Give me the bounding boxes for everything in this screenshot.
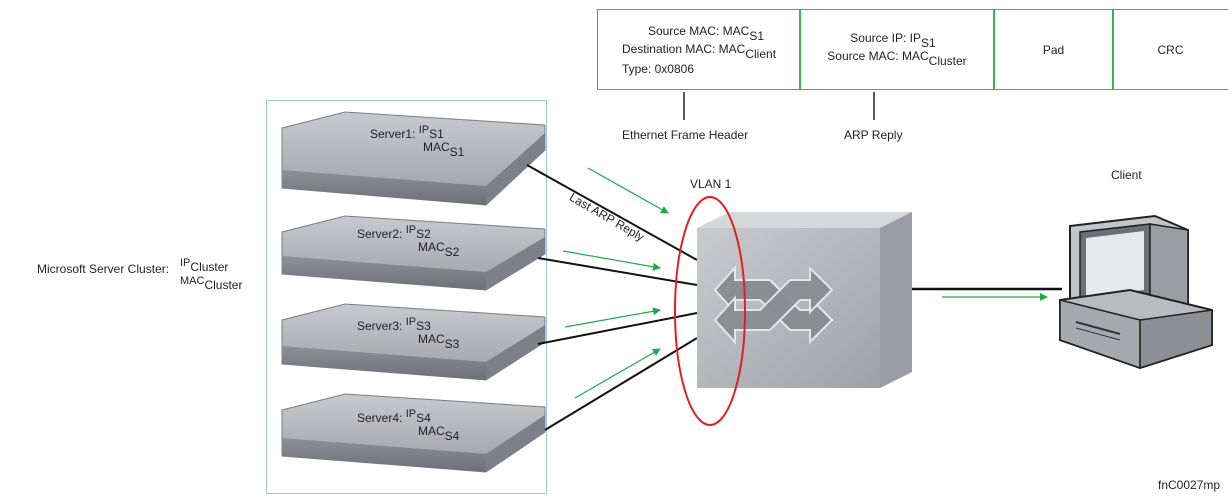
cable-server-3	[537, 312, 698, 345]
arp-src-mac-sub: Cluster	[928, 53, 967, 68]
server-4-label: Server4: IPS4 MACS4	[357, 408, 459, 443]
arp-reply-cell: Source IP: IPS1 Source MAC: MACCluster	[799, 9, 995, 90]
client-label: Client	[1111, 168, 1142, 182]
arp-src-ip-label: Source IP:	[850, 30, 907, 45]
server-2-label: Server2: IPS2 MACS2	[357, 224, 459, 259]
ethernet-type: Type: 0x0806	[621, 62, 695, 76]
cluster-mac-sub: Cluster	[204, 278, 243, 292]
server-3-label: Server3: IPS3 MACS3	[357, 316, 459, 351]
crc-label: CRC	[1157, 42, 1184, 57]
vlan-label: VLAN 1	[690, 177, 732, 191]
server-1-name: Server1:	[370, 127, 416, 141]
packet-frame: Source MAC: MACS1 Destination MAC: MACCl…	[597, 9, 1228, 92]
cable-server-2	[537, 257, 698, 286]
cluster-box	[266, 100, 547, 494]
client-computer	[1059, 214, 1213, 370]
pad-label: Pad	[1042, 42, 1065, 57]
server-2-chassis	[281, 215, 546, 291]
crc-cell: CRC	[1112, 9, 1228, 90]
cluster-ip-base: IP	[180, 257, 191, 269]
server-3-name: Server3:	[357, 319, 403, 333]
server-1-chassis	[281, 111, 546, 206]
server-4-chassis	[281, 393, 546, 473]
server-4-mac-sub: S4	[444, 429, 460, 443]
server-1-ip-sub: S1	[429, 127, 444, 141]
server-3-ip-sub: S3	[416, 319, 431, 333]
ethernet-dst-mac-label: Destination MAC:	[621, 42, 716, 56]
server-1-label: Server1: IPS1 MACS1	[370, 124, 464, 159]
cluster-addresses: IPCluster MACCluster	[180, 256, 242, 292]
figure-id: fnC0027mp	[1158, 478, 1221, 492]
server-3-mac-base: MAC	[418, 332, 445, 346]
server-1-mac-sub: S1	[449, 145, 465, 159]
ethernet-src-mac-label: Source MAC:	[647, 24, 720, 38]
server-2-name: Server2:	[357, 227, 403, 241]
pad-cell: Pad	[993, 9, 1114, 90]
cluster-mac-base: MAC	[180, 275, 205, 287]
arp-reply-caption: ARP Reply	[844, 128, 903, 142]
ethernet-frame-caption: Ethernet Frame Header	[622, 128, 749, 142]
server-4-mac-base: MAC	[418, 424, 445, 438]
ethernet-src-mac-base: MAC	[722, 24, 750, 38]
ethernet-dst-mac-base: MAC	[718, 42, 746, 56]
ethernet-src-mac-sub: S1	[749, 29, 765, 43]
server-2-mac-base: MAC	[418, 240, 445, 254]
arp-src-ip-base: IP	[909, 30, 921, 45]
server-3-ip-base: IP	[405, 316, 417, 328]
server-1-ip-base: IP	[418, 124, 430, 136]
server-1-mac-base: MAC	[423, 140, 450, 154]
switch-box	[697, 212, 912, 388]
green-arrow-1	[587, 167, 669, 214]
green-arrow-2	[562, 250, 661, 271]
green-arrow-4	[574, 348, 661, 399]
server-2-ip-sub: S2	[416, 227, 431, 241]
server-3-mac-sub: S3	[444, 337, 460, 351]
vlan-ellipse	[674, 196, 746, 426]
green-arrow-3	[564, 307, 661, 328]
cable-server-1	[526, 164, 698, 261]
server-3-chassis	[281, 303, 546, 381]
server-2-mac-sub: S2	[444, 245, 460, 259]
cluster-ip-sub: Cluster	[190, 260, 229, 274]
server-4-name: Server4:	[357, 411, 403, 425]
ethernet-header-cell: Source MAC: MACS1 Destination MAC: MACCl…	[597, 9, 801, 90]
server-2-ip-base: IP	[405, 224, 417, 236]
arp-src-ip-sub: S1	[921, 35, 936, 50]
arp-src-mac-base: MAC	[902, 48, 929, 63]
cluster-label: Microsoft Server Cluster:	[37, 262, 170, 276]
ethernet-dst-mac-sub: Client	[745, 47, 777, 61]
cable-server-4	[544, 337, 698, 431]
server-4-ip-sub: S4	[416, 411, 431, 425]
server-4-ip-base: IP	[405, 408, 417, 420]
arp-src-mac-label: Source MAC:	[827, 48, 899, 63]
